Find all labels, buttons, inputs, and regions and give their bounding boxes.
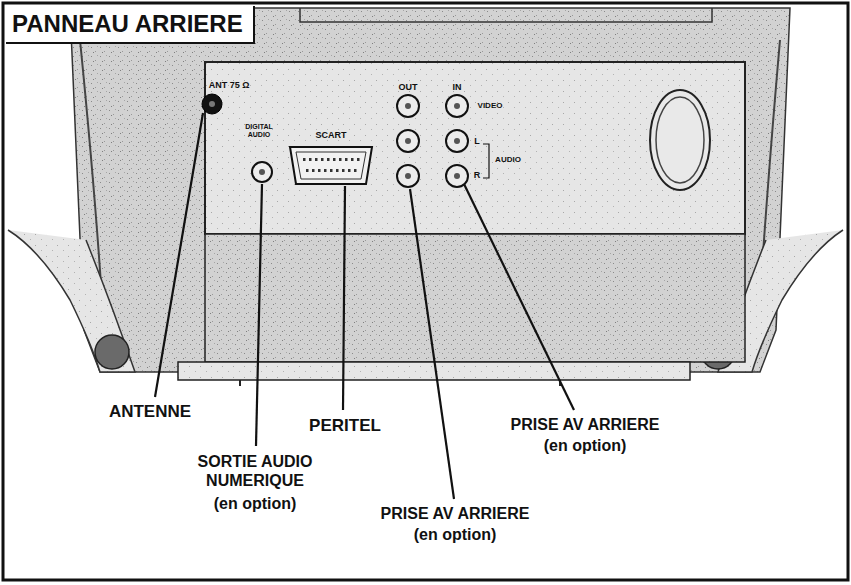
callout-note: (en option): [214, 494, 297, 513]
jack-label: VIDEO: [478, 101, 503, 111]
callout-label: ANTENNE: [109, 402, 191, 422]
jack-label: DIGITAL AUDIO: [242, 123, 276, 140]
callout-label: PRISE AV ARRIERE: [381, 504, 530, 523]
jack-label: IN: [453, 82, 462, 93]
jack-label: R: [474, 170, 481, 181]
jack-label: AUDIO: [495, 155, 521, 165]
callout-label: SORTIE AUDIO NUMERIQUE: [188, 452, 323, 490]
callout-label: PRISE AV ARRIERE: [511, 415, 660, 434]
callout-label: PERITEL: [309, 416, 381, 436]
connector-label: SCART: [316, 130, 347, 141]
jack-label: ANT 75 Ω: [209, 80, 250, 91]
callout-note: (en option): [544, 436, 627, 455]
callout-note: (en option): [414, 525, 497, 544]
jack-label: OUT: [399, 82, 418, 93]
heading-box: PANNEAU ARRIERE: [6, 6, 255, 44]
jack-label: L: [474, 136, 480, 147]
